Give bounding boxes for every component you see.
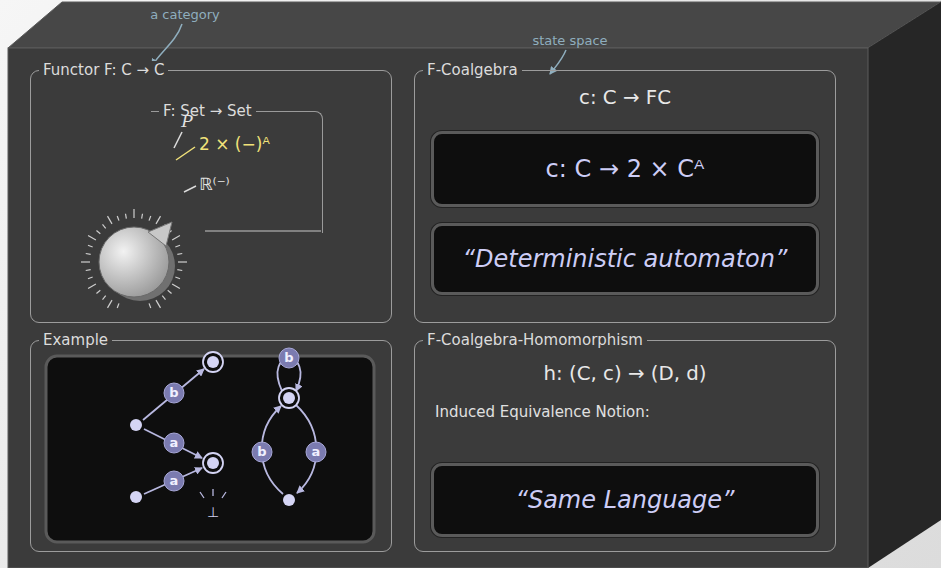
transition-label: a: [170, 436, 179, 450]
formula: c: C → 2 × Cᴬ: [546, 154, 705, 184]
sink-symbol: ⊥: [207, 505, 219, 520]
leader-line: [184, 186, 196, 192]
knob-setting: P: [181, 112, 192, 131]
coalgebra-panel: F-Coalgebrac: C → FCc: C → 2 × Cᴬ“Determ…: [414, 70, 836, 323]
panel-heading: Functor F: C → C: [39, 61, 168, 79]
set-functor-bracket: F: Set → Set: [151, 111, 323, 233]
formula: h: (C, c) → (D, d): [415, 361, 835, 387]
annotation: state space: [532, 34, 607, 48]
edge-label-patches: [164, 348, 326, 491]
panel-heading: F-Coalgebra-Homomorphism: [423, 331, 647, 349]
annotation: a category: [150, 8, 220, 22]
box-side: [868, 2, 941, 568]
example-box: [46, 356, 374, 542]
box-top: [8, 2, 941, 48]
formula: c: C → FC: [415, 85, 835, 111]
leader-line: [176, 147, 195, 160]
note: Induced Equivalence Notion:: [435, 403, 650, 421]
leader-line: [152, 24, 182, 66]
quote: “Deterministic automaton”: [463, 244, 788, 274]
bracket-line: [205, 230, 321, 232]
transition-label: a: [312, 445, 321, 459]
transition-label: b: [169, 386, 178, 400]
knob-pointer: [148, 222, 172, 246]
functor-panel: Functor F: C → CF: Set → Set: [30, 70, 392, 323]
formula-box: c: C → 2 × Cᴬ: [431, 131, 819, 207]
quote-box: “Deterministic automaton”: [431, 223, 819, 295]
panel-heading: Example: [39, 331, 112, 349]
knob-ticks: [81, 209, 187, 308]
homomorphism-panel: F-Coalgebra-Homomorphismh: (C, c) → (D, …: [414, 340, 836, 552]
knob-setting: 2 × (−)ᴬ: [199, 135, 270, 154]
quote: “Same Language”: [515, 485, 734, 515]
transition-label: b: [284, 351, 293, 365]
knob-setting: ℝ⁽⁻⁾: [199, 175, 230, 194]
panel-heading: F-Coalgebra: [423, 61, 522, 79]
box-front: [8, 48, 868, 568]
transition-label: a: [170, 474, 179, 488]
leader-line: [174, 132, 182, 148]
automaton: [143, 359, 316, 498]
transition-label: b: [257, 445, 266, 459]
bracket-heading: F: Set → Set: [159, 102, 256, 120]
quote-box: “Same Language”: [431, 463, 819, 537]
states: [130, 352, 299, 506]
